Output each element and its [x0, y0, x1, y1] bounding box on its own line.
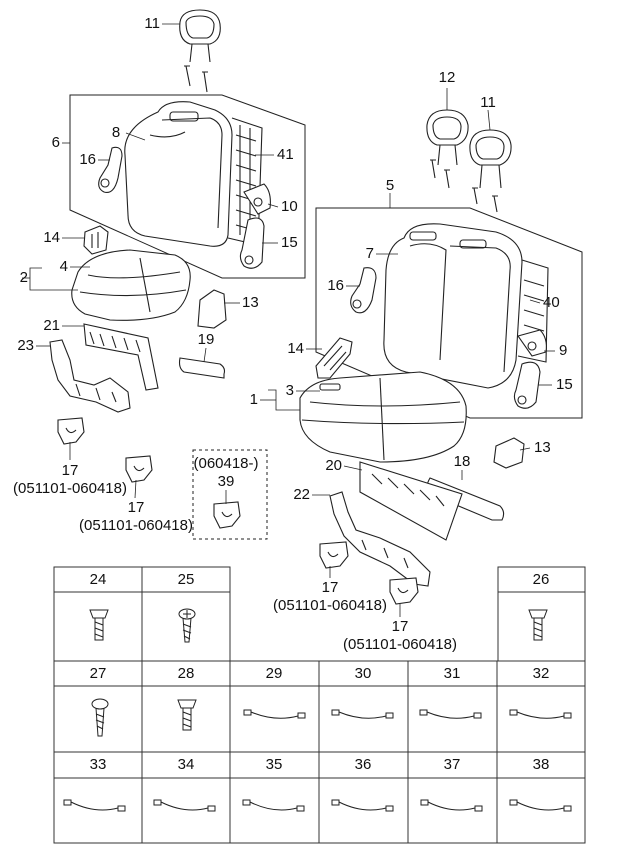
seat-back-icon — [124, 101, 263, 247]
note-17: (051101-060418) — [273, 597, 387, 614]
table-cell-label: 32 — [532, 665, 550, 682]
table-cell-label: 25 — [177, 571, 195, 588]
table-cell-label: 36 — [354, 756, 372, 773]
table-cell-label: 24 — [89, 571, 107, 588]
seat-frame-icon — [329, 461, 463, 587]
note-17: (051101-060418) — [13, 480, 127, 497]
bolt-icon — [89, 609, 109, 641]
callout-3: 3 — [285, 382, 294, 399]
callout-17: 17 — [391, 618, 409, 635]
note-17: (051101-060418) — [343, 636, 457, 653]
seat-frame-icon — [49, 323, 159, 413]
table-cell-label: 33 — [89, 756, 107, 773]
bracket-icon — [83, 225, 109, 255]
seat-cushion-icon — [299, 371, 467, 463]
clip-icon — [213, 501, 241, 529]
callout-15: 15 — [281, 234, 298, 251]
callout-7: 7 — [365, 245, 374, 262]
callout-1: 1 — [249, 391, 258, 408]
callout-23: 23 — [17, 337, 34, 354]
wire-icon — [242, 799, 305, 812]
callout-4: 4 — [59, 258, 68, 275]
wire-icon — [243, 709, 306, 719]
note-39: (060418-) — [193, 455, 259, 472]
seat-cushion-icon — [71, 249, 191, 321]
wire-icon — [63, 799, 126, 812]
headrest-icon — [426, 109, 469, 189]
bolt-icon — [91, 698, 109, 737]
callout-2: 2 — [19, 269, 28, 286]
table-cell-label: 37 — [443, 756, 461, 773]
seat-back-icon — [383, 223, 549, 389]
callout-9: 9 — [559, 342, 568, 359]
callout-5: 5 — [385, 177, 395, 194]
wire-icon — [509, 709, 572, 719]
frame-variant-39 — [192, 449, 268, 540]
table-cell-label: 31 — [443, 665, 461, 682]
headrest-icon — [179, 9, 221, 93]
bracket-icon — [197, 289, 227, 329]
table-cell-label: 34 — [177, 756, 195, 773]
callout-41: 41 — [277, 146, 294, 163]
callout-16: 16 — [79, 151, 96, 168]
table-cell-label: 38 — [532, 756, 550, 773]
callout-16: 16 — [327, 277, 344, 294]
wire-icon — [419, 709, 482, 719]
bolt-icon — [178, 608, 196, 643]
callout-10: 10 — [281, 198, 298, 215]
wire-icon — [331, 709, 394, 719]
callout-39: 39 — [217, 473, 235, 490]
bracket-icon — [350, 267, 377, 314]
wire-icon — [509, 799, 572, 812]
callout-19: 19 — [197, 331, 215, 348]
callout-11: 11 — [480, 94, 496, 111]
clip-icon — [57, 417, 85, 445]
callout-13: 13 — [534, 439, 551, 456]
callout-40: 40 — [543, 294, 560, 311]
bracket-icon — [315, 337, 353, 379]
callout-14: 14 — [43, 229, 60, 246]
table-cell-label: 29 — [265, 665, 283, 682]
headrest-icon — [469, 129, 512, 213]
callout-17: 17 — [61, 462, 79, 479]
bolt-icon — [177, 699, 197, 731]
table-cell-label: 26 — [532, 571, 550, 588]
note-17: (051101-060418) — [79, 517, 193, 534]
bracket-icon — [513, 329, 547, 409]
bracket-icon — [98, 146, 123, 193]
callout-17: 17 — [127, 499, 145, 516]
callout-12: 12 — [438, 69, 456, 86]
bracket-icon — [239, 183, 271, 269]
table-cell-label: 35 — [265, 756, 283, 773]
clip-icon — [389, 577, 419, 605]
callout-8: 8 — [111, 124, 121, 141]
frame-left-seatback — [69, 94, 306, 279]
wire-icon — [420, 799, 483, 812]
table-cell-label: 28 — [177, 665, 195, 682]
parts-table-grid — [53, 566, 586, 844]
clip-icon — [125, 455, 153, 483]
table-cell-label: 27 — [89, 665, 107, 682]
clip-icon — [319, 541, 349, 569]
cover-icon — [178, 357, 226, 379]
callout-13: 13 — [242, 294, 259, 311]
bracket-icon — [493, 437, 525, 469]
bolt-icon — [528, 609, 548, 641]
wire-icon — [331, 799, 394, 812]
callout-6: 6 — [51, 134, 60, 151]
table-cell-label: 30 — [354, 665, 372, 682]
callout-21: 21 — [43, 317, 60, 334]
callout-20: 20 — [325, 457, 342, 474]
wire-icon — [153, 799, 216, 812]
frame-right-seatback — [315, 207, 583, 419]
callout-14: 14 — [287, 340, 304, 357]
callout-17: 17 — [321, 579, 339, 596]
callout-11: 11 — [144, 15, 160, 32]
callout-22: 22 — [293, 486, 310, 503]
leader-lines — [22, 23, 555, 617]
callout-18: 18 — [453, 453, 471, 470]
callout-15: 15 — [556, 376, 573, 393]
